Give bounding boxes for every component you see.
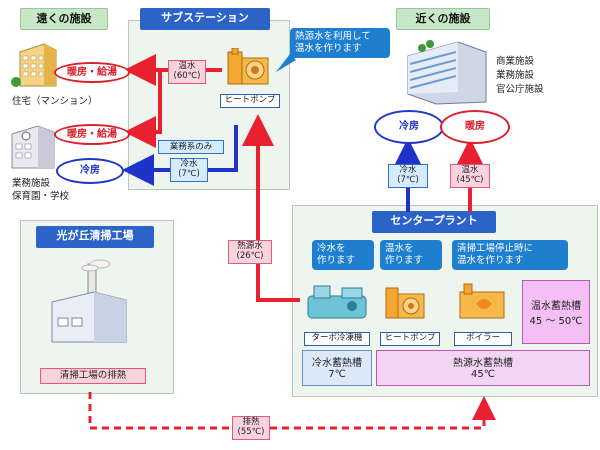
- near-hot-water-tag: 温水 (45℃): [450, 164, 490, 188]
- heat-source-storage-tank: 熱源水蓄熱槽 45℃: [376, 350, 590, 386]
- hot-water-storage-tank: 温水蓄熱槽 45 ～ 50℃: [522, 280, 590, 344]
- boiler-icon: [459, 283, 505, 319]
- exhaust-heat-tag: 排熱 (55℃): [232, 416, 270, 440]
- near-facility-line-3: 官公庁施設: [496, 84, 544, 95]
- incinerator-tab: 光が丘清掃工場: [36, 226, 154, 248]
- near-facility-line-2: 業務施設: [496, 70, 535, 81]
- central-heat-pump-icon: [385, 287, 425, 319]
- central-callout-boiler: 清掃工場停止時に 温水を作ります: [452, 240, 568, 270]
- incinerator-exhaust-heat-tag: 清掃工場の排熱: [40, 368, 146, 384]
- near-cold-water-tag: 冷水 (7℃): [388, 164, 428, 188]
- heat-tank-label: 熱源水蓄熱槽: [453, 358, 513, 369]
- heat-tank-temp: 45℃: [471, 369, 495, 380]
- substation-callout-pointer: [276, 54, 296, 72]
- hot-tank-temp: 45 ～ 50℃: [529, 316, 583, 327]
- office-building-icon: [407, 40, 487, 105]
- cold-water-storage-tank: 冷水蓄熱槽 7℃: [302, 350, 372, 386]
- far-heating-branch-pipe: [124, 70, 162, 148]
- far-heating-oval-1: 暖房・給湯: [54, 62, 130, 83]
- substation-cold-water-tag: 冷水 (7℃): [170, 158, 208, 182]
- near-facilities-tab: 近くの施設: [396, 8, 490, 30]
- far-facilities-tab: 遠くの施設: [20, 8, 108, 30]
- business-only-tag: 業務系のみ: [158, 140, 224, 154]
- turbo-refrigerator-label: ターボ冷凍機: [304, 332, 370, 346]
- far-heating-oval-2: 暖房・給湯: [54, 124, 130, 145]
- substation-cold-water-pipe: [122, 125, 238, 186]
- incineration-plant-icon: [51, 259, 127, 343]
- far-cooling-oval: 冷房: [56, 158, 124, 184]
- central-plant-tab: センタープラント: [372, 211, 496, 233]
- near-cooling-oval: 冷房: [374, 110, 444, 144]
- apartment-icon: [11, 43, 57, 87]
- cold-tank-temp: 7℃: [328, 369, 346, 380]
- nursery-school-label: 保育園・学校: [12, 191, 70, 202]
- central-callout-heat-pump: 温水を 作ります: [380, 240, 442, 270]
- heat-source-water-pipe: [242, 114, 300, 302]
- boiler-label: ボイラー: [454, 332, 512, 346]
- substation-heat-pump-label: ヒートポンプ: [220, 94, 280, 108]
- cold-tank-label: 冷水蓄熱槽: [312, 358, 362, 369]
- central-callout-turbo: 冷水を 作ります: [312, 240, 374, 270]
- substation-hot-water-tag: 温水 (60℃): [168, 60, 206, 84]
- residence-label: 住宅（マンション）: [12, 96, 98, 107]
- school-icon: [11, 125, 55, 169]
- substation-tab: サブステーション: [140, 8, 270, 30]
- near-heating-oval: 暖房: [440, 110, 510, 144]
- near-facility-line-1: 商業施設: [496, 56, 535, 67]
- heat-source-water-tag: 熱源水 (26℃): [228, 240, 272, 264]
- hot-tank-label: 温水蓄熱槽: [531, 301, 581, 312]
- business-facility-label: 業務施設: [12, 178, 51, 189]
- substation-callout: 熱源水を利用して 温水を作ります: [290, 28, 390, 58]
- turbo-refrigerator-icon: [307, 285, 367, 319]
- central-heat-pump-label: ヒートポンプ: [380, 332, 440, 346]
- substation-heat-pump-icon: [227, 48, 269, 85]
- exhaust-heat-pipe: [88, 392, 496, 430]
